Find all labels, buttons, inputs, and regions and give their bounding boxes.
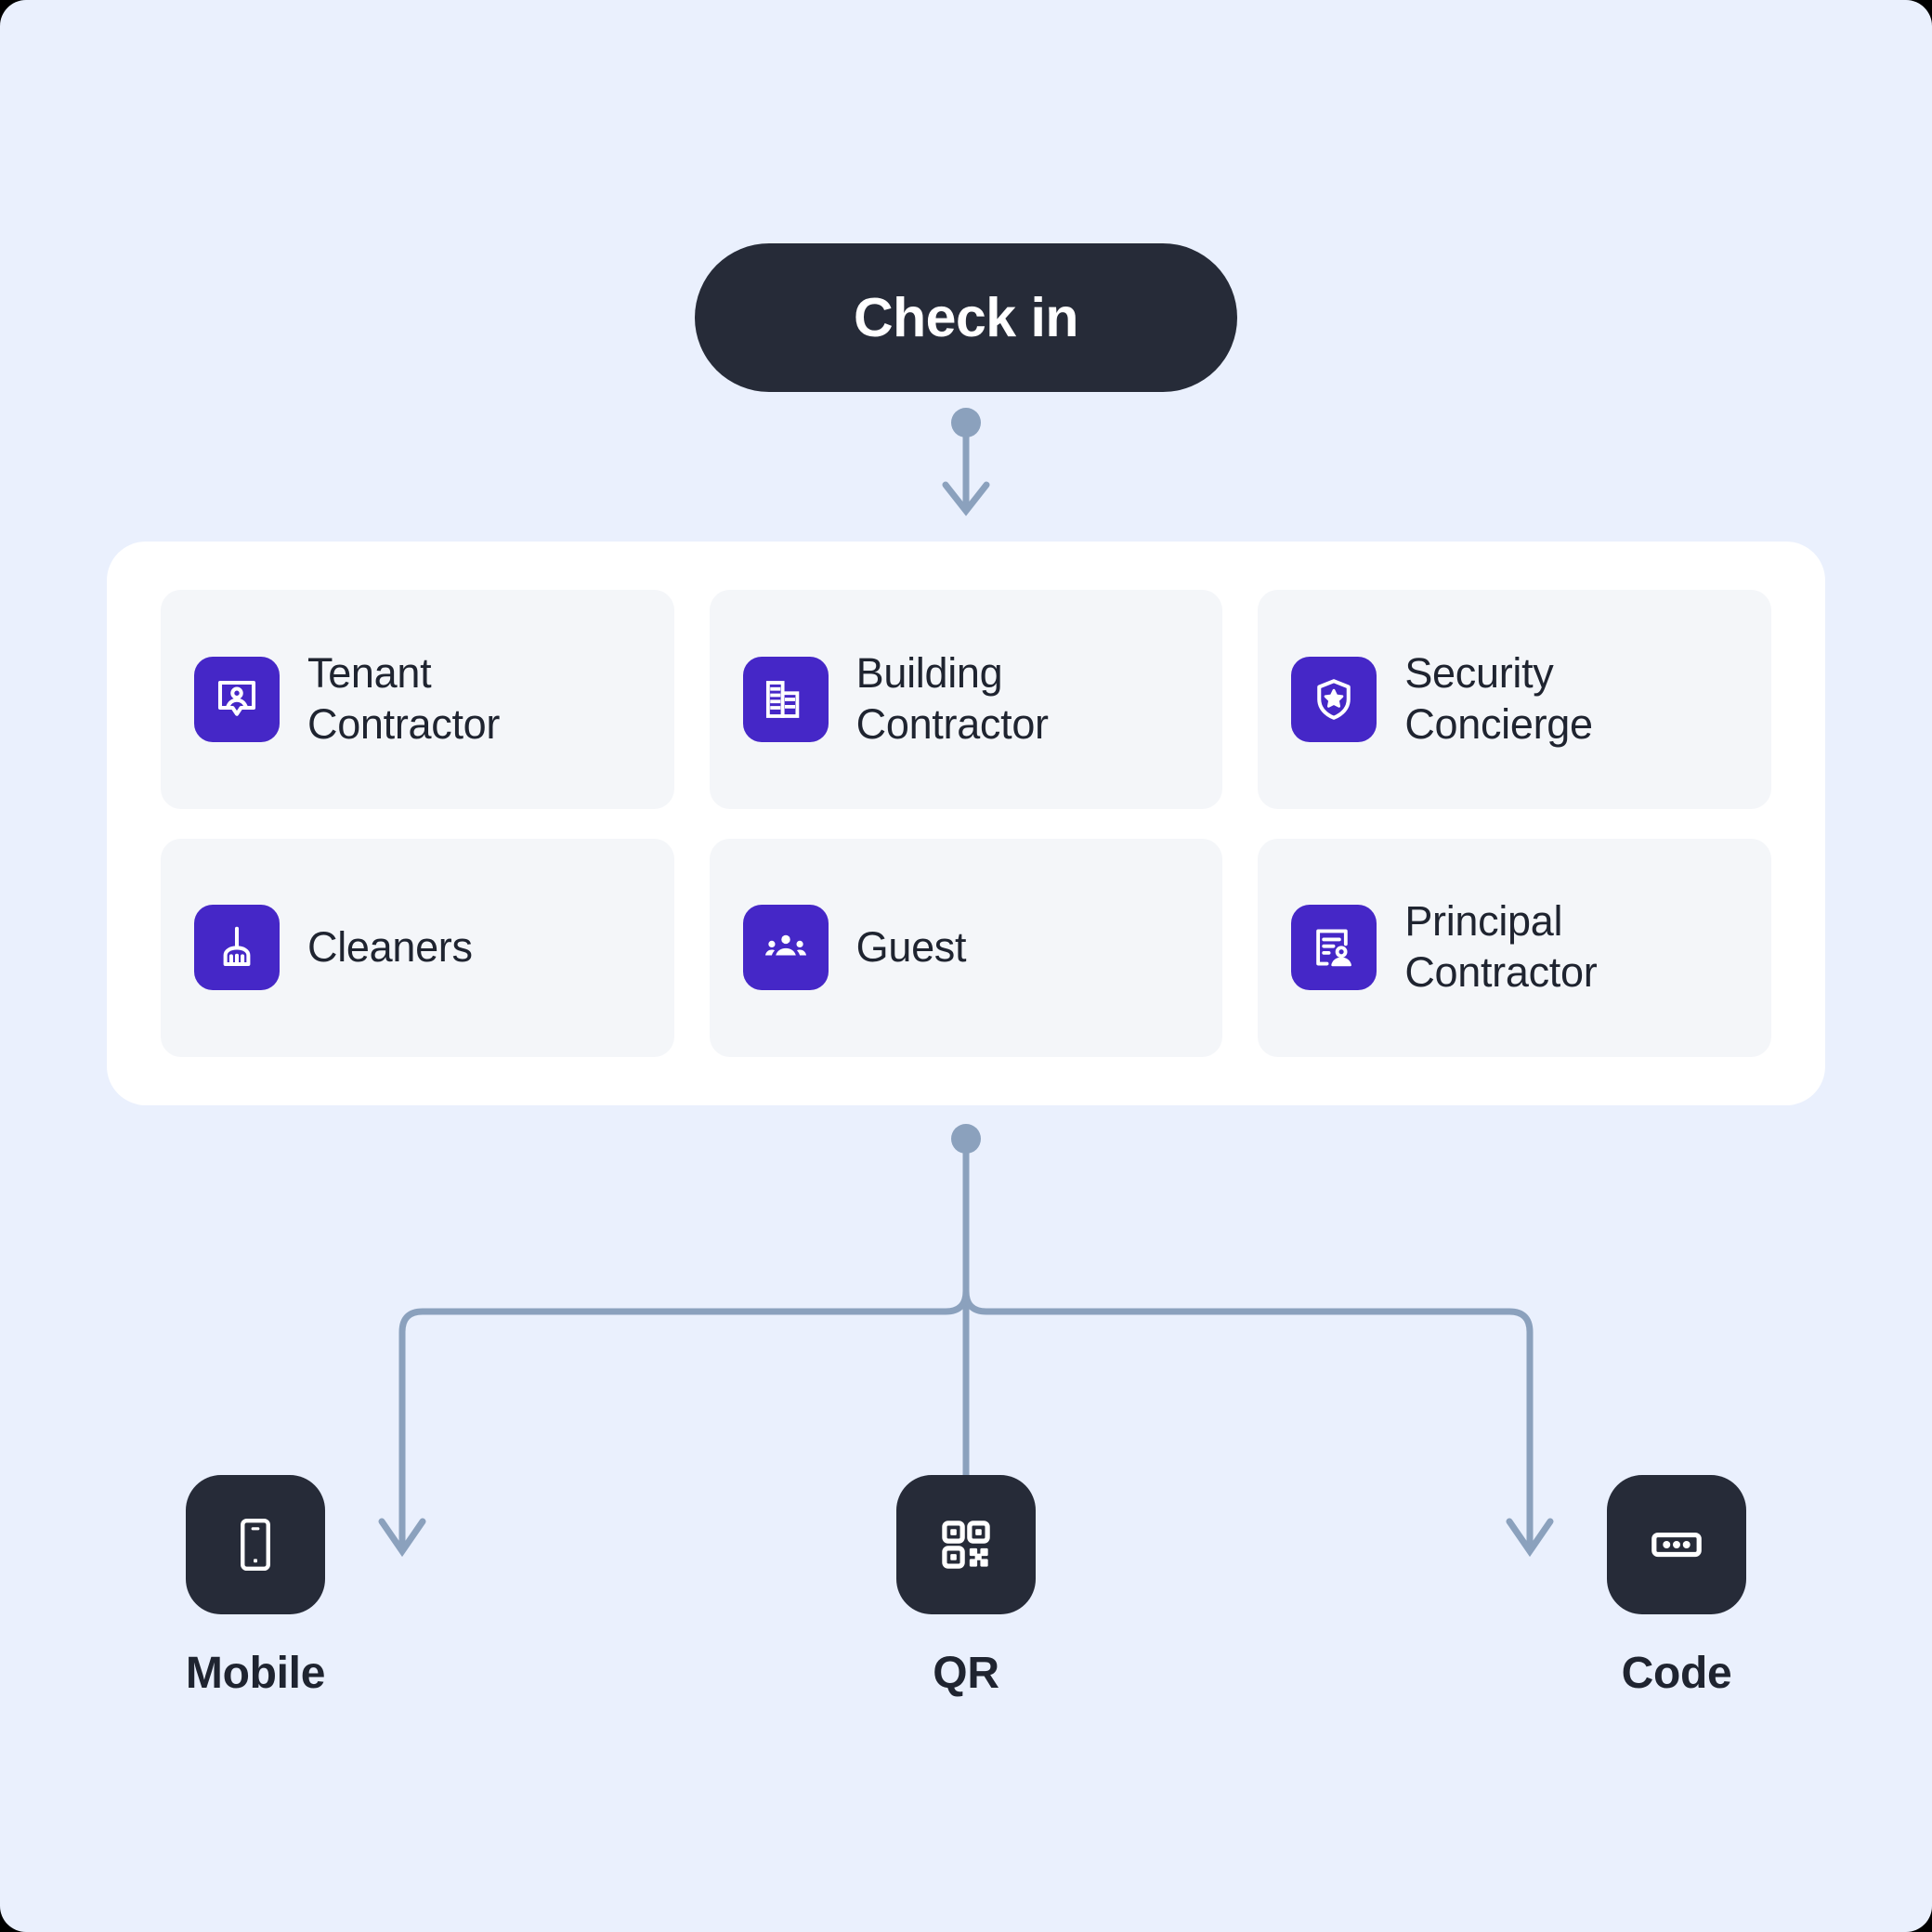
passcode-dots-icon <box>1646 1514 1707 1575</box>
role-label: Tenant Contractor <box>307 648 501 748</box>
check-in-button[interactable]: Check in <box>695 243 1237 392</box>
shield-star-icon <box>1291 656 1377 742</box>
connector-arrowhead-top <box>942 481 990 516</box>
checkin-methods: Mobile <box>107 1475 1825 1717</box>
connector-dot-bottom <box>951 1124 981 1154</box>
method-label: Mobile <box>185 1649 326 1698</box>
method-label: Code <box>1621 1649 1732 1698</box>
role-tile-cleaners[interactable]: Cleaners <box>161 838 674 1057</box>
role-tile-building-contractor[interactable]: Building Contractor <box>709 590 1223 809</box>
contact-card-person-icon <box>194 656 280 742</box>
role-label: Principal Contractor <box>1404 897 1598 997</box>
smartphone-icon <box>225 1514 286 1575</box>
role-tile-tenant-contractor[interactable]: Tenant Contractor <box>161 590 674 809</box>
role-label: Building Contractor <box>855 648 1049 748</box>
role-label: Security Concierge <box>1404 648 1593 748</box>
method-label: QR <box>933 1649 999 1698</box>
role-label: Guest <box>855 922 967 971</box>
role-tile-principal-contractor[interactable]: Principal Contractor <box>1258 838 1771 1057</box>
method-tile-code[interactable] <box>1607 1475 1746 1614</box>
qr-code-icon <box>935 1514 997 1575</box>
building-icon <box>742 656 829 742</box>
connector-dot-top <box>951 408 981 437</box>
broom-icon <box>194 905 280 991</box>
check-in-button-label: Check in <box>854 286 1078 348</box>
roles-card: Tenant Contractor Building Contractor <box>107 542 1825 1105</box>
role-tile-security-concierge[interactable]: Security Concierge <box>1258 590 1771 809</box>
method-qr[interactable]: QR <box>817 1475 1115 1696</box>
document-person-icon <box>1291 905 1377 991</box>
role-label: Cleaners <box>307 922 473 971</box>
method-code[interactable]: Code <box>1528 1475 1825 1696</box>
method-tile-qr[interactable] <box>896 1475 1036 1614</box>
role-tile-guest[interactable]: Guest <box>709 838 1223 1057</box>
people-group-icon <box>742 905 829 991</box>
method-mobile[interactable]: Mobile <box>107 1475 404 1696</box>
method-tile-mobile[interactable] <box>186 1475 325 1614</box>
